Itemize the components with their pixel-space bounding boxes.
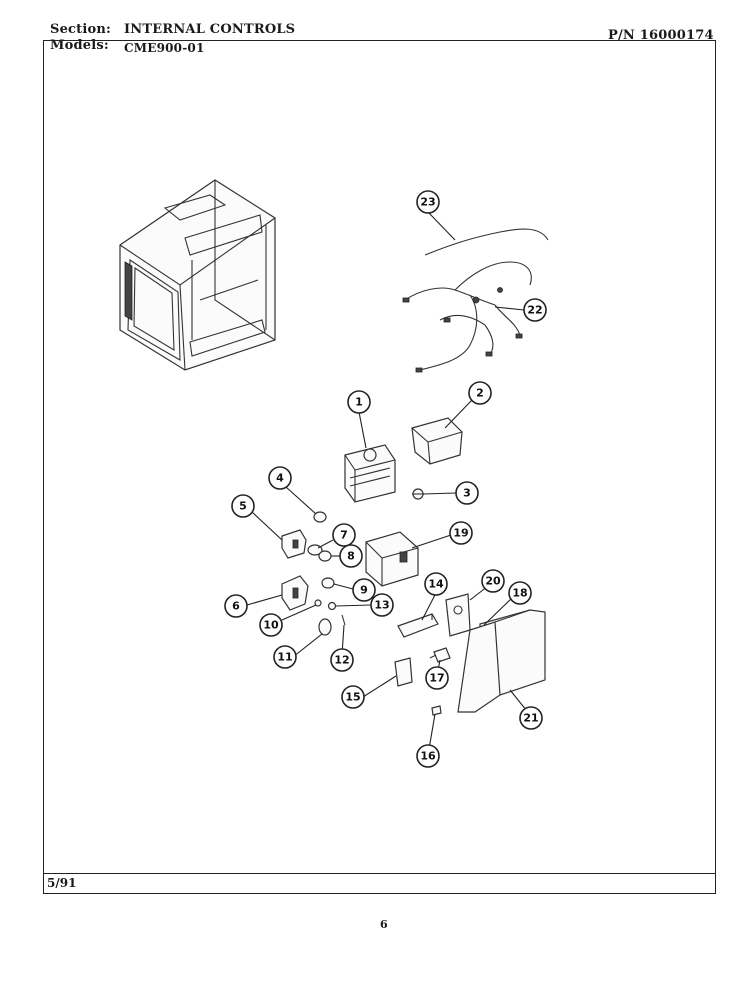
part-13-shape [327,601,337,611]
callout-6: 6 [224,594,248,618]
part-number: P/N 16000174 [608,28,714,43]
svg-text:3: 3 [463,487,471,500]
callout-5: 5 [231,494,255,518]
revision-date: 5/91 [47,876,77,890]
part-4-shape [313,511,327,523]
svg-text:22: 22 [527,304,542,317]
part-10-shape [314,599,322,607]
svg-text:8: 8 [347,550,355,563]
callout-10: 10 [259,613,283,637]
mounting-panel-part [457,609,546,713]
callout-19: 19 [449,521,473,545]
callout-12: 12 [330,648,354,672]
thermostat-part [412,488,424,500]
part-9-shape [321,577,335,589]
callout-20: 20 [481,569,505,593]
diode-part [429,647,451,663]
callout-4: 4 [268,466,292,490]
part-16-shape [431,705,442,716]
callout-17: 17 [425,666,449,690]
svg-text:19: 19 [453,527,468,540]
bracket-20-part [445,593,471,637]
svg-text:23: 23 [420,196,435,209]
magnetron-part [344,444,396,503]
svg-text:9: 9 [360,584,368,597]
svg-text:10: 10 [263,619,279,632]
svg-text:4: 4 [276,472,284,485]
part-12-shape [341,614,346,626]
models-label: Models: [50,38,109,53]
diagram-frame [43,40,716,894]
svg-text:5: 5 [239,500,247,513]
svg-text:6: 6 [232,600,240,613]
callout-18: 18 [508,581,532,605]
bracket-15-part [394,657,413,687]
section-label: Section: [50,22,112,37]
svg-text:18: 18 [512,587,527,600]
models-value: CME900-01 [124,41,205,55]
callout-2: 2 [468,381,492,405]
part-8-shape [318,550,332,562]
transformer-part [365,531,419,587]
oven-cavity-illustration [119,179,276,371]
callout-23: 23 [416,190,440,214]
callout-13: 13 [370,593,394,617]
callout-14: 14 [424,572,448,596]
fan-shroud-part [411,417,463,465]
part-11-shape [318,618,332,636]
leader-lines [246,211,532,756]
svg-text:21: 21 [523,712,538,725]
callout-7: 7 [332,523,356,547]
callout-22: 22 [523,298,547,322]
callout-21: 21 [519,706,543,730]
callout-11: 11 [273,645,297,669]
svg-text:7: 7 [340,529,348,542]
callout-3: 3 [455,481,479,505]
wire-harness-illustration [402,228,549,373]
callout-1: 1 [347,390,371,414]
svg-text:20: 20 [485,575,501,588]
svg-text:16: 16 [420,750,436,763]
switch-5-part [281,529,307,559]
svg-text:2: 2 [476,387,484,400]
svg-text:14: 14 [428,578,444,591]
page-number: 6 [380,918,388,931]
svg-text:12: 12 [334,654,349,667]
footer-divider [43,873,716,874]
switch-6-part [281,575,309,611]
svg-text:15: 15 [345,691,360,704]
callout-16: 16 [416,744,440,768]
svg-text:11: 11 [277,651,292,664]
svg-text:13: 13 [374,599,389,612]
callout-15: 15 [341,685,365,709]
callout-8: 8 [339,544,363,568]
svg-text:1: 1 [355,396,363,409]
section-title: INTERNAL CONTROLS [124,22,296,37]
capacitor-part [397,613,439,638]
callout-9: 9 [352,578,376,602]
svg-text:17: 17 [429,672,444,685]
